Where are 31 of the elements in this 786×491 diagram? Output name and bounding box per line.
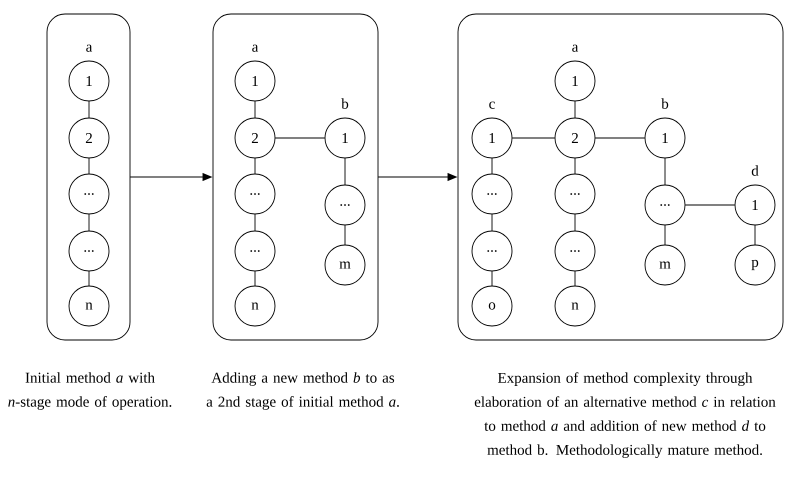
node-label: a <box>86 44 92 52</box>
node-label: c <box>489 102 495 109</box>
connector-line <box>574 214 576 231</box>
connector-line <box>254 271 256 286</box>
connector-line <box>574 158 576 174</box>
node-label: Adding a new method b to as a 2nd stage of initial method a. <box>206 372 399 410</box>
node-label: a <box>572 44 578 52</box>
connector-line <box>664 158 666 185</box>
connector-line <box>88 158 90 174</box>
connector-line <box>574 271 576 286</box>
node-label: b <box>661 98 668 109</box>
connector-line <box>574 101 576 118</box>
connector-line <box>685 204 735 206</box>
method-panel <box>458 14 784 340</box>
method-panel <box>212 14 378 340</box>
connector-line <box>88 271 90 286</box>
connector-line <box>88 101 90 118</box>
node-label: Expansion of method complexity through elaboration of an alternative method c in relation to method a and addition of new method d to method b. Methodologically mature method. <box>474 372 776 458</box>
connector-line <box>254 101 256 118</box>
connector-line <box>344 158 346 185</box>
node-label: a <box>252 44 258 52</box>
connector-line <box>88 214 90 231</box>
connector-line <box>664 225 666 245</box>
node-label: d <box>752 165 759 176</box>
node-label: Initial method a with n-stage mode of operation. <box>8 372 172 410</box>
node-label: b <box>341 98 348 109</box>
connector-line <box>344 225 346 245</box>
connector-line <box>254 158 256 174</box>
connector-line <box>254 214 256 231</box>
connector-line <box>754 225 756 245</box>
method-panel <box>46 14 130 340</box>
